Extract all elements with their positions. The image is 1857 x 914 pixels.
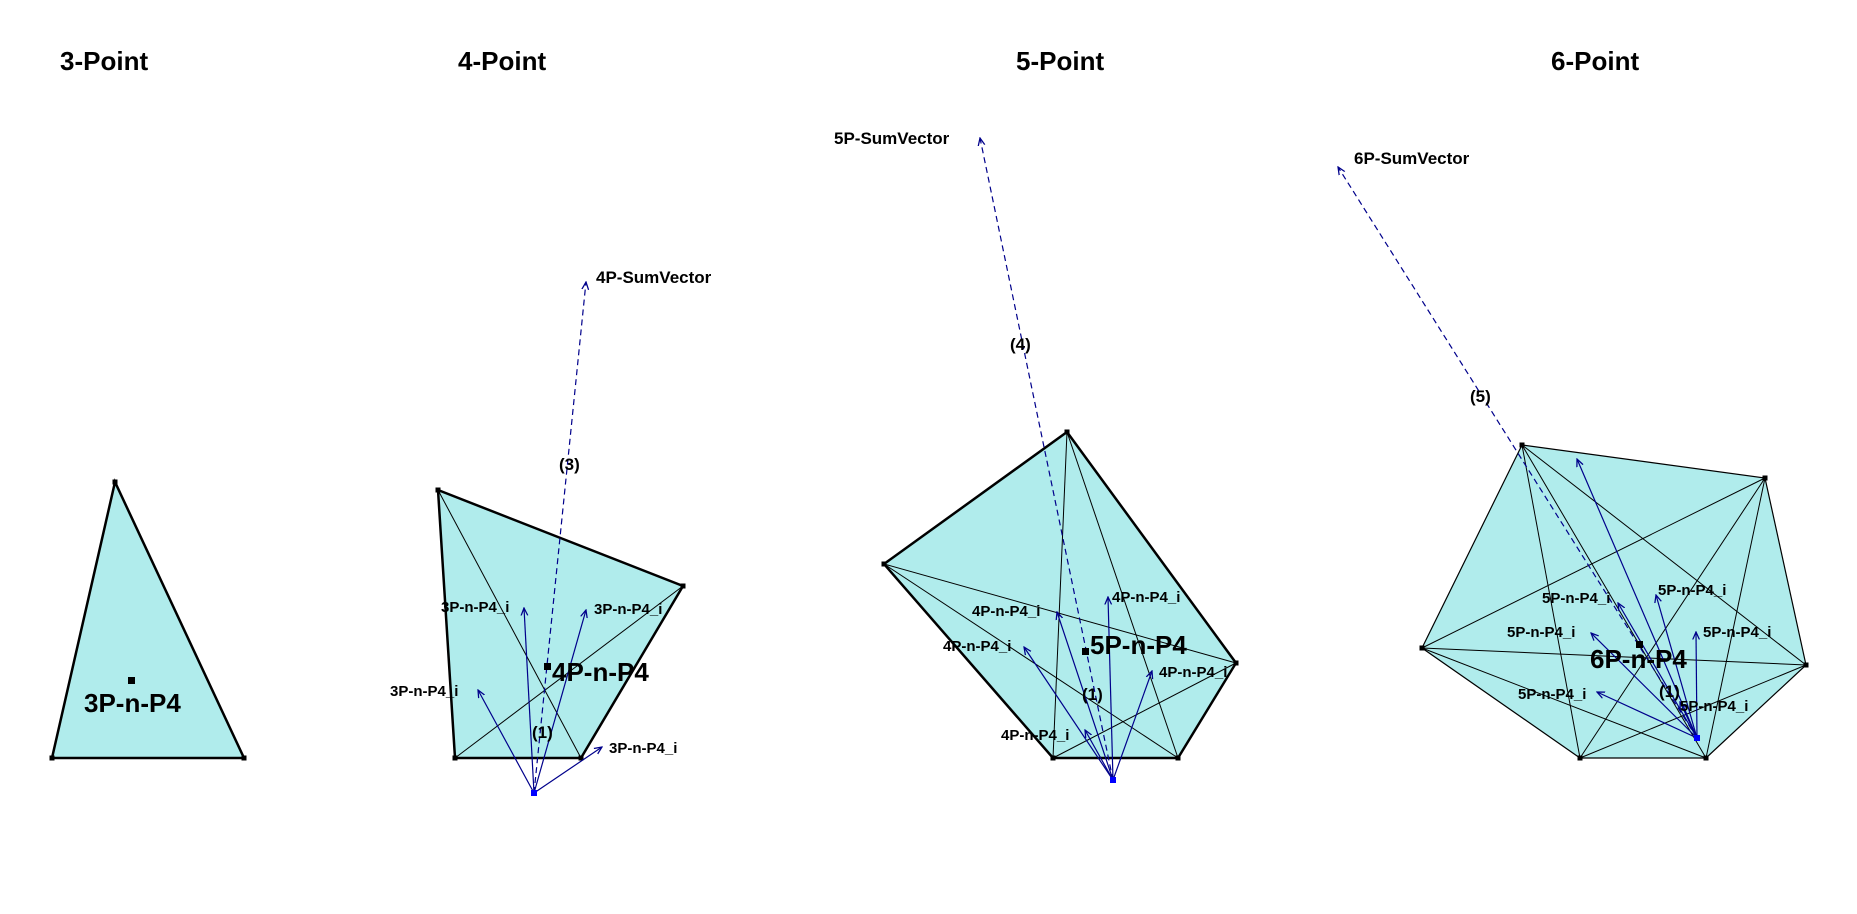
polygon-diagonals [1421,444,1807,759]
panel-title: 3-Point [60,46,148,76]
sum-vector-label: 5P-SumVector [834,129,950,148]
count-label: (3) [559,455,580,474]
polygon-diagonals [883,431,1237,759]
origin-point [1694,735,1700,741]
count-label: (5) [1470,387,1491,406]
sum-vector-label: 6P-SumVector [1354,149,1470,168]
sub-vector-label: 5P-n-P4_i [1658,582,1726,599]
sub-vectors [1577,459,1697,739]
polygon-vertices [881,429,1239,761]
polygon-shape [50,478,246,760]
origin-point [531,790,537,796]
center-point [128,677,135,684]
origin-point [1110,777,1116,783]
center-label: 4P-n-P4 [552,657,649,687]
center-label: 3P-n-P4 [84,688,181,718]
count-label: (1) [1082,685,1103,704]
sub-vector-label: 5P-n-P4_i [1518,686,1586,703]
sub-vector-label: 4P-n-P4_i [1001,727,1069,744]
sub-vector-label: 5P-n-P4_i [1542,590,1610,607]
count-label: (1) [1659,682,1680,701]
sub-vector-label: 3P-n-P4_i [441,599,509,616]
sub-vector-label: 3P-n-P4_i [609,740,677,757]
count-label: (4) [1010,335,1031,354]
panel-title: 5-Point [1016,46,1104,76]
panel-title: 6-Point [1551,46,1639,76]
polygon-vertices [1419,442,1809,761]
sum-vector [533,282,586,794]
panel-4-point: 4-Point 4P-n-P4 3P-n-P4_i 3P-n-P4_i 3P-n… [390,46,712,796]
center-point [544,663,551,670]
sub-vectors [478,608,602,794]
panel-5-point: 5-Point 5P-n-P4 4P-n-P4_i 4P-n-P4 [834,46,1239,783]
panel-3-point: 3-Point 3P-n-P4 [49,46,247,761]
sub-vector-label: 5P-n-P4_i [1703,624,1771,641]
sub-vector-label: 4P-n-P4_i [943,638,1011,655]
sub-vector-label: 4P-n-P4_i [1159,664,1227,681]
center-label: 5P-n-P4 [1090,630,1187,660]
sub-vectors [1024,597,1152,781]
polygon-vertices [49,479,247,761]
panel-title: 4-Point [458,46,546,76]
sub-vector-label: 5P-n-P4_i [1680,698,1748,715]
center-point [1082,648,1089,655]
sub-vector-label: 4P-n-P4_i [972,603,1040,620]
sub-vector-label: 4P-n-P4_i [1112,589,1180,606]
sub-vector-label: 3P-n-P4_i [390,683,458,700]
polygon-vertices [435,487,686,761]
center-point [1636,641,1643,648]
sum-vector-label: 4P-SumVector [596,268,712,287]
sub-vector-label: 3P-n-P4_i [594,601,662,618]
count-label: (1) [532,723,553,742]
center-label: 6P-n-P4 [1590,644,1687,674]
panel-6-point: 6-Point [1338,46,1809,761]
sub-vector-label: 5P-n-P4_i [1507,624,1575,641]
